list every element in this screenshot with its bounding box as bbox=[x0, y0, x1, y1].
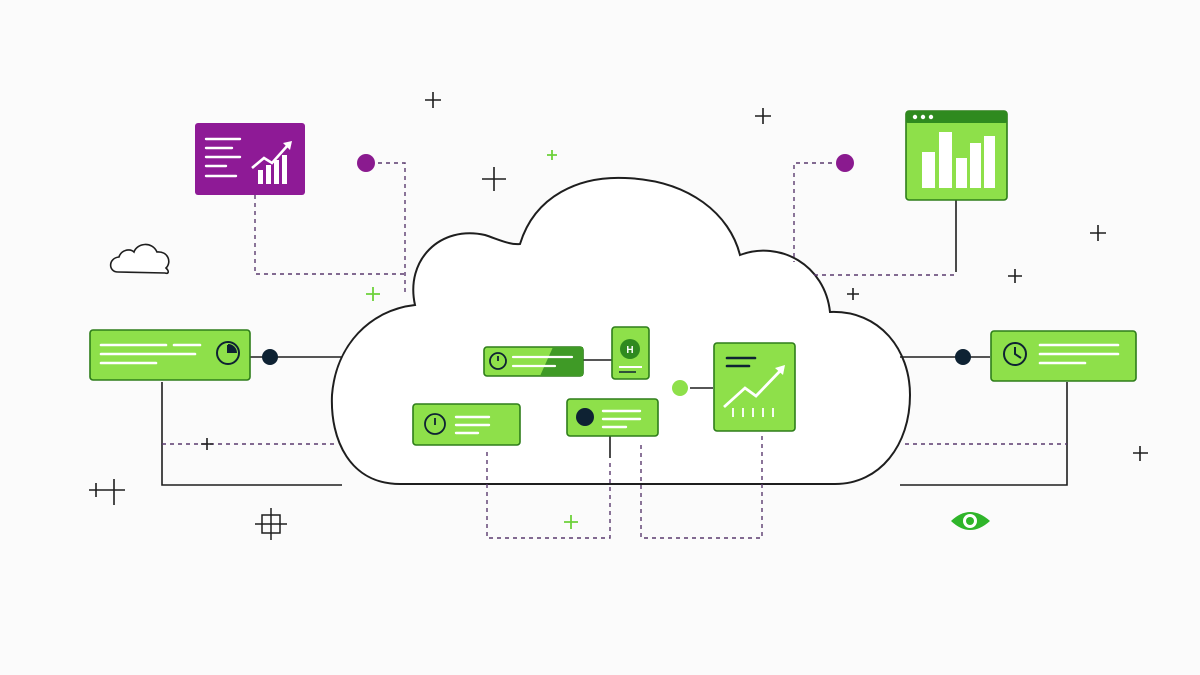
center-card-left bbox=[412, 403, 521, 446]
right-status-card bbox=[990, 330, 1137, 382]
purple-node-dot-left bbox=[357, 154, 375, 172]
center-trend-card bbox=[713, 342, 796, 432]
left-status-card bbox=[89, 329, 251, 381]
clock-icon bbox=[1003, 342, 1027, 366]
trend-up-arrow-icon bbox=[723, 369, 783, 409]
status-dot-icon bbox=[576, 408, 594, 426]
hexagon-badge-icon bbox=[620, 339, 640, 359]
purple-node-dot-right bbox=[836, 154, 854, 172]
bar-chart-card bbox=[905, 110, 1008, 201]
trend-up-arrow-icon bbox=[251, 144, 289, 169]
center-badge-card: H bbox=[611, 326, 650, 380]
badge-letter: H bbox=[626, 345, 633, 356]
left-node-dot bbox=[262, 349, 278, 365]
purple-analytics-card bbox=[195, 123, 305, 195]
right-node-dot bbox=[955, 349, 971, 365]
center-card-timer bbox=[483, 346, 584, 377]
eye-icon bbox=[951, 512, 990, 530]
clock-icon bbox=[489, 352, 507, 370]
decorative-plus-marks-green bbox=[366, 150, 578, 529]
green-node-dot bbox=[672, 380, 688, 396]
connector-lines bbox=[161, 200, 1068, 486]
dashed-connectors bbox=[162, 162, 1067, 539]
center-card-middle bbox=[566, 398, 659, 437]
pie-clock-icon bbox=[216, 341, 240, 365]
bar-chart-icon bbox=[922, 132, 995, 188]
decorative-plus-marks bbox=[89, 92, 1148, 505]
clock-icon bbox=[424, 413, 446, 435]
crosshair-icon bbox=[255, 508, 287, 540]
small-cloud-icon bbox=[109, 243, 170, 275]
